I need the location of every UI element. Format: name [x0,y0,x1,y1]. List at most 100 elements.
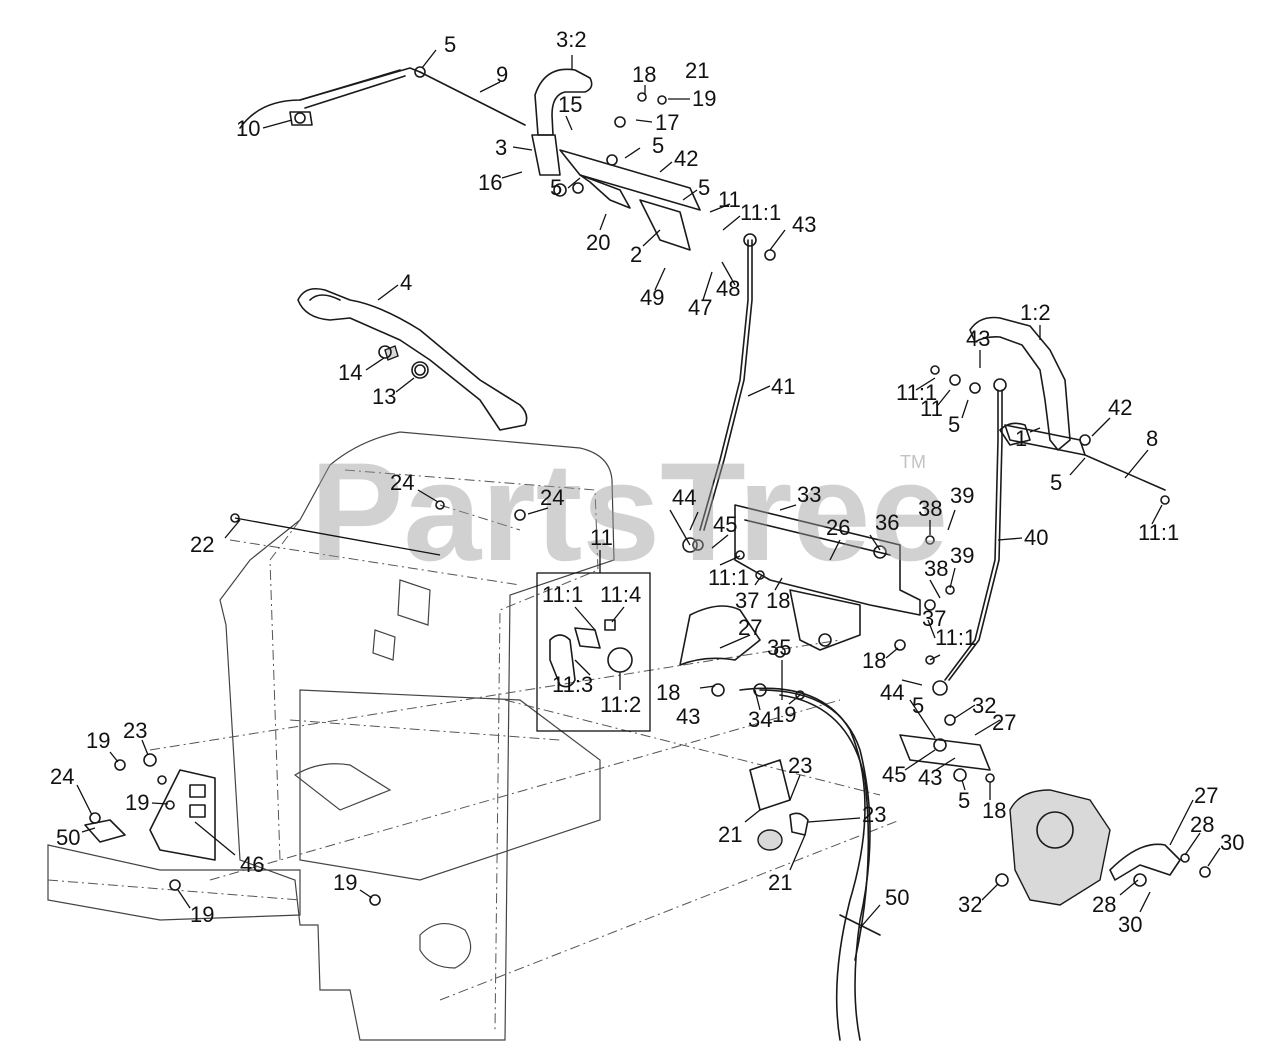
label-25-a: 24 [390,470,414,495]
label-18-c: 19 [86,728,110,753]
label-42-b: 43 [966,326,990,351]
label-50: 50 [885,885,909,910]
label-42-c: 43 [676,704,700,729]
label-25-c: 24 [50,764,74,789]
label-2: 2 [630,242,642,267]
label-17-e: 18 [982,798,1006,823]
label-18-e: 19 [190,902,214,927]
label-5-c: 5 [698,175,710,200]
label-29-a: 28 [1190,812,1214,837]
label-46: 47 [688,295,712,320]
label-24: 23 [123,718,147,743]
label-5-e: 5 [948,412,960,437]
part-1-right-lever [969,316,1166,491]
leader-lines [76,49,1221,929]
label-5-f: 5 [1050,470,1062,495]
label-11-2: 11:2 [600,692,641,717]
label-28-a: 27 [738,615,762,640]
label-28-b: 27 [1194,783,1218,808]
label-40: 41 [771,374,795,399]
label-9-a: 11:1 [740,200,781,225]
rods [682,233,1007,696]
label-13: 14 [338,360,362,385]
label-38-b: 39 [950,543,974,568]
label-26: 26 [826,515,850,540]
part-4-left-lever [297,287,528,431]
label-23-b: 23 [862,802,886,827]
label-30-a: 30 [1220,830,1244,855]
label-36-a: 37 [735,588,759,613]
label-43-a: 44 [672,485,696,510]
label-9-d: 11:1 [708,565,749,590]
label-37-a: 38 [918,496,942,521]
pump-assembly [739,687,1181,1041]
label-7: 9 [496,62,508,87]
fasteners [89,66,1211,906]
label-41-a: 42 [674,146,698,171]
label-17-c: 18 [656,680,680,705]
label-18-a: 19 [692,86,716,111]
label-11-1: 11:1 [542,582,583,607]
label-38-a: 39 [950,483,974,508]
label-19: 20 [586,230,610,255]
label-21: 21 [718,822,742,847]
label-5-h: 5 [958,788,970,813]
label-8-b: 11 [920,396,943,421]
label-30-b: 30 [1118,912,1142,937]
label-47: 48 [716,276,740,301]
label-5-b: 5 [652,133,664,158]
label-43-b: 44 [880,680,904,705]
inset-box-11 [536,572,651,732]
label-20-b: 21 [768,870,792,895]
label-17-d: 18 [862,648,886,673]
label-6: 8 [1146,426,1158,451]
label-27: 27 [992,710,1016,735]
label-9-c: 11:1 [1138,520,1179,545]
label-44-a: 45 [713,512,737,537]
label-48: 49 [640,285,664,310]
label-49: 50 [56,825,80,850]
label-11-4: 11:4 [600,582,641,607]
label-31-a: 32 [972,693,996,718]
label-4: 4 [400,270,412,295]
part-45-bracket [84,769,216,861]
label-5-g: 5 [912,693,924,718]
label-17-a: 18 [632,62,656,87]
label-3-2: 3:2 [556,27,587,52]
part-3-lever-assembly [239,67,701,251]
label-5-d: 5 [550,175,562,200]
label-31-b: 32 [958,892,982,917]
label-35: 36 [875,510,899,535]
label-9-e: 11:1 [935,625,976,650]
label-17-b: 18 [766,588,790,613]
part-32-bracket [679,504,921,666]
label-1: 1 [1015,426,1027,451]
label-22: 22 [190,532,214,557]
label-15: 16 [478,170,502,195]
label-3: 3 [495,135,507,160]
label-37-b: 38 [924,556,948,581]
label-10: 10 [236,116,260,141]
label-36-b: 37 [922,606,946,631]
label-42-a: 43 [792,212,816,237]
label-12: 13 [372,384,396,409]
label-44-b: 45 [882,762,906,787]
part-labels: 5 9 10 3:2 15 3 16 18 21 19 17 5 42 5 11… [50,27,1244,937]
label-18-d: 19 [125,790,149,815]
label-39: 40 [1024,525,1048,550]
label-25-b: 24 [540,485,564,510]
label-33: 34 [748,707,772,732]
label-23-a: 23 [788,753,812,778]
label-29-b: 28 [1092,892,1116,917]
watermark-text: PartsTree [310,433,948,590]
label-32: 33 [797,482,821,507]
label-9-b: 11:1 [896,380,937,405]
label-20-a: 21 [685,58,709,83]
label-41-b: 42 [1108,395,1132,420]
label-42-d: 43 [918,765,942,790]
label-34: 35 [767,635,791,660]
watermark-tm: TM [900,452,926,472]
label-11-3: 11:3 [552,672,593,697]
label-14: 15 [558,92,582,117]
